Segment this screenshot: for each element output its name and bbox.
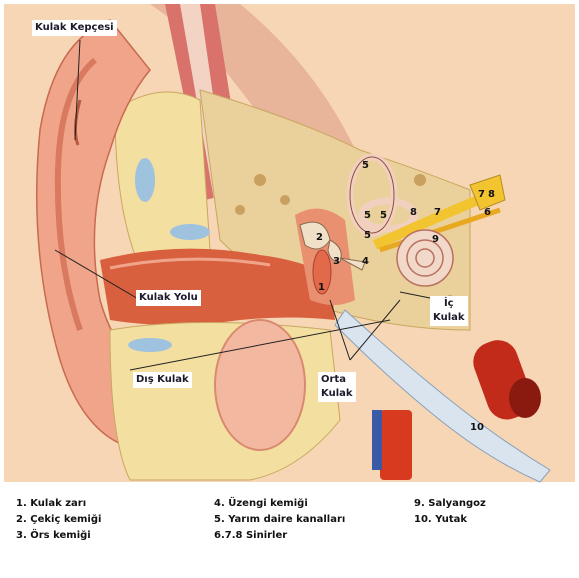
vein (372, 410, 382, 470)
legend-item: 6.7.8 Sinirler (214, 528, 368, 544)
number-7b: 7 (478, 189, 485, 200)
legend-item: 1. Kulak zarı (16, 496, 150, 512)
label-kulak-kepcesi: Kulak Kepçesi (32, 20, 117, 36)
legend-right: 9. Salyangoz 10. Yutak (406, 492, 566, 562)
label-orta-kulak-line2: Kulak (321, 387, 353, 401)
number-1: 1 (318, 282, 325, 293)
label-orta-kulak: Orta Kulak (318, 372, 356, 402)
number-5c: 5 (380, 210, 387, 221)
label-dis-kulak: Dış Kulak (133, 372, 192, 388)
number-6: 6 (484, 207, 491, 218)
legend-item: 4. Üzengi kemiği (214, 496, 368, 512)
label-kulak-yolu: Kulak Yolu (136, 290, 201, 306)
number-3: 3 (333, 256, 340, 267)
number-8b: 8 (488, 189, 495, 200)
legend-middle: 4. Üzengi kemiği 5. Yarım daire kanallar… (206, 492, 376, 562)
number-8a: 8 (410, 207, 417, 218)
label-ic-kulak-line1: İç (433, 297, 465, 311)
legend-item: 10. Yutak (414, 512, 558, 528)
number-10: 10 (470, 422, 484, 433)
number-5d: 5 (364, 230, 371, 241)
label-ic-kulak: İç Kulak (430, 296, 468, 326)
vessel-section-2 (170, 224, 210, 240)
label-orta-kulak-line1: Orta (321, 373, 353, 387)
legend-item: 2. Çekiç kemiği (16, 512, 150, 528)
number-5b: 5 (364, 210, 371, 221)
number-7a: 7 (434, 207, 441, 218)
artery-vertical (380, 410, 412, 480)
legend-left: 1. Kulak zarı 2. Çekiç kemiği 3. Örs kem… (8, 492, 158, 562)
cochlea (397, 230, 453, 286)
label-ic-kulak-line2: Kulak (433, 311, 465, 325)
legend-item: 5. Yarım daire kanalları (214, 512, 368, 528)
vessel-section-1 (135, 158, 155, 202)
number-4: 4 (362, 256, 369, 267)
number-5a: 5 (362, 160, 369, 171)
number-9: 9 (432, 234, 439, 245)
number-2: 2 (316, 232, 323, 243)
parotid-gland (215, 320, 305, 450)
legend-item: 9. Salyangoz (414, 496, 558, 512)
legend-item: 3. Örs kemiği (16, 528, 150, 544)
